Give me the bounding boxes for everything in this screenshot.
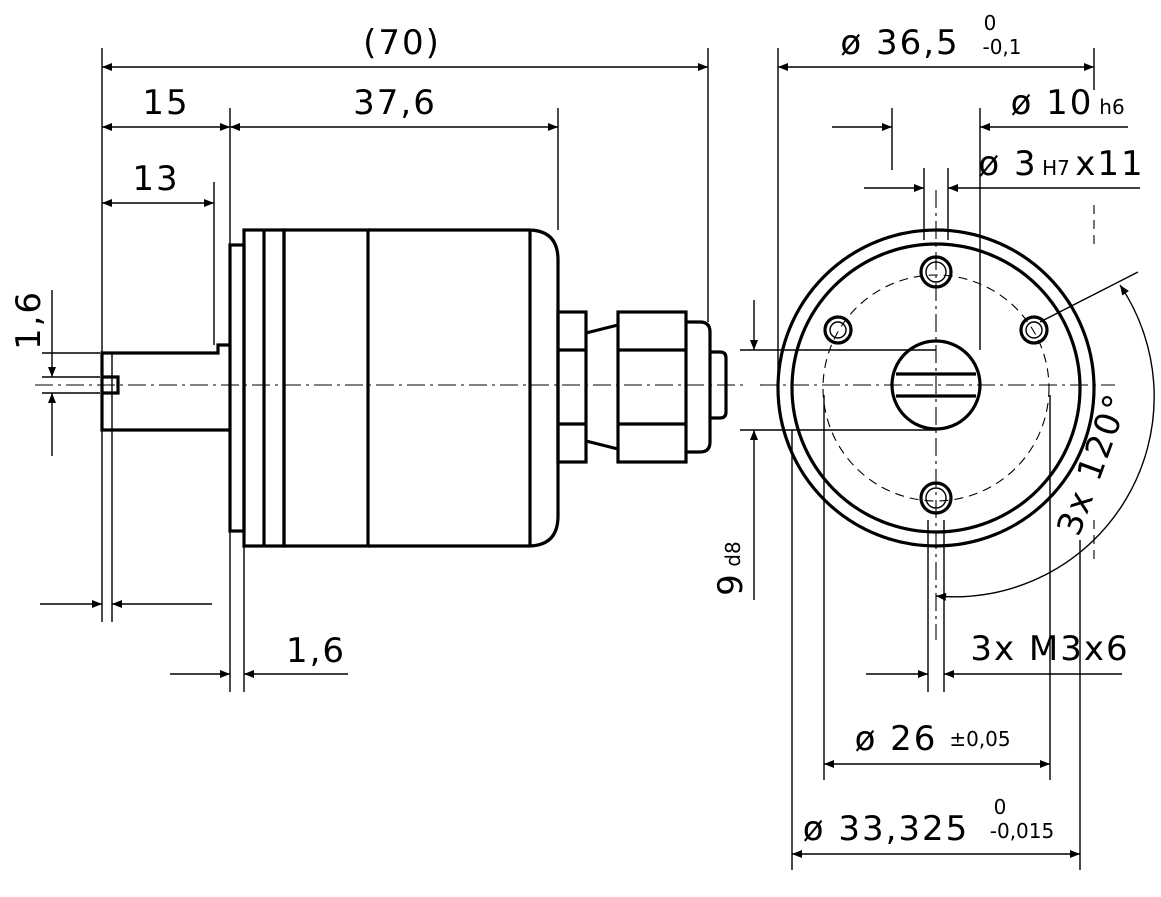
gland-nut [616,310,688,464]
gland-taper [585,323,619,451]
bore-diameter-label: ø 3 [978,144,1037,184]
flat-depth-label: 1,6 [9,290,49,350]
front-dimension-lines [750,63,1155,858]
flange [228,243,246,533]
housing-ring [282,228,370,548]
bolt-circle-label: ø 26 [855,719,938,759]
flat-width-label: 9 [711,572,751,596]
centering-tol-upper: 0 [994,795,1007,819]
shaft-length-label: 15 [142,83,189,123]
overall-length-label: (70) [363,23,441,63]
centering-tol-lower: -0,015 [990,819,1054,843]
body-diameter-tol-lower: -0,1 [982,35,1021,59]
body-length-label: 37,6 [353,83,437,123]
flange-thickness-label: 1,6 [286,631,346,671]
shaft-flat-length-label: 13 [132,159,179,199]
gland-cap [686,320,712,454]
bore-fit: H7 [1042,156,1070,180]
shaft-flat-slot [102,375,120,395]
pattern-angle-label: 3x 120° [1049,388,1137,541]
side-extension-lines [42,48,709,692]
mounting-hole-top [919,255,953,289]
thread-spec-label: 3x M3x6 [970,629,1129,669]
mounting-hole-bottom [919,481,953,515]
shaft-diameter-fit: h6 [1099,95,1124,119]
side-view: (70) 15 37,6 13 1,6 1,6 [9,23,745,692]
bolt-circle-tol: ±0,05 [949,727,1010,751]
centering-diameter-label: ø 33,325 [803,809,970,849]
cable-stub [710,350,728,420]
front-view: ø 36,5 0 -0,1 ø 10 h6 ø 3 H7 x11 3x 120°… [711,11,1155,870]
side-dimension-lines [40,63,708,678]
bore-depth: x11 [1075,144,1144,184]
gland-base [556,310,588,464]
body-diameter-tol-upper: 0 [984,11,997,35]
shaft-diameter-label: ø 10 [1011,83,1094,123]
body-diameter-label: ø 36,5 [840,23,959,63]
shaft-outline [100,343,230,432]
mounting-hole-left [823,315,853,345]
flat-width-fit: d8 [721,541,745,566]
